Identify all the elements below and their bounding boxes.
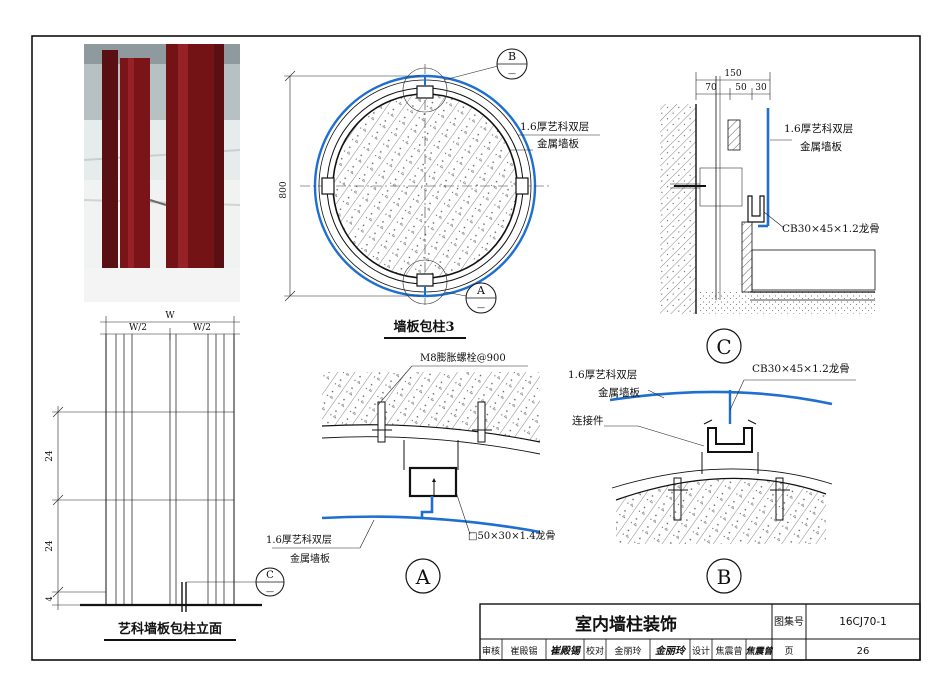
title-block-review-label: 审核 (482, 645, 500, 657)
title-block-page-no: 26 (857, 646, 870, 657)
detail-c-dim-30: 30 (755, 83, 767, 93)
detail-c-panel-note-2: 金属墙板 (800, 140, 842, 153)
plan-title: 墙板包柱3 (393, 319, 454, 335)
title-block-page-label: 页 (784, 646, 793, 657)
callout-b-letter: B (508, 50, 516, 63)
plan-panel-note-2: 金属墙板 (537, 137, 579, 150)
elevation-callout-c-dash: — (266, 587, 274, 596)
detail-c-dim-70: 70 (705, 83, 717, 93)
detail-a-keel-note: □50×30×1.4龙骨 (468, 529, 556, 542)
callout-b (496, 48, 528, 80)
elevation-dim-4: 4 (45, 596, 54, 601)
title-block-design-label: 设计 (692, 645, 710, 657)
callout-b-dash: — (508, 69, 516, 78)
title-block-reviewer: 崔殿锡 (510, 645, 537, 657)
plan-panel-note-1: 1.6厚艺科双层 (520, 120, 589, 133)
elevation-dim-w2-left: W/2 (129, 323, 147, 333)
detail-c-dim-150: 150 (724, 69, 741, 79)
elevation-title: 艺科墙板包柱立面 (118, 621, 222, 637)
title-block-checker: 金丽玲 (614, 645, 641, 657)
elevation-dim-24-bottom: 24 (45, 540, 55, 552)
column-elevation (52, 316, 285, 612)
title-block-atlas-label: 图集号 (774, 615, 804, 628)
title-block-check-sign: 金丽玲 (655, 645, 687, 657)
detail-c-keel-note: CB30×45×1.2龙骨 (782, 222, 880, 235)
detail-b-keel-note: CB30×45×1.2龙骨 (752, 362, 850, 375)
elevation-callout-c-letter: C (266, 570, 274, 581)
title-block-review-sign: 崔殿锡 (550, 645, 582, 657)
title-block-check-label: 校对 (586, 645, 604, 657)
detail-b-drawing (604, 379, 856, 544)
column-photo (83, 44, 241, 302)
elevation-dim-24-top: 24 (45, 450, 55, 462)
callout-a-letter: A (476, 284, 486, 297)
title-block-designer: 焦震曾 (715, 645, 742, 657)
detail-c-label: C (716, 335, 731, 359)
detail-b-panel-note-2: 金属墙板 (598, 386, 640, 399)
detail-c-drawing (660, 72, 876, 314)
detail-c-dim-50: 50 (735, 83, 747, 93)
title-block-title: 室内墙柱装饰 (575, 614, 677, 635)
detail-c-panel-note-1: 1.6厚艺科双层 (784, 122, 853, 135)
detail-a-label-circle (405, 558, 441, 594)
detail-a-label: A (415, 565, 431, 589)
detail-a-panel-note-2: 金属墙板 (290, 552, 330, 565)
detail-a-bolt-note: M8膨胀螺栓@900 (420, 351, 506, 364)
title-block-atlas-no: 16CJ70-1 (839, 616, 887, 628)
detail-b-label-circle (706, 558, 742, 594)
callout-a-dash: — (477, 303, 485, 312)
detail-a-drawing (272, 365, 541, 549)
detail-a-panel-note-1: 1.6厚艺科双层 (266, 533, 332, 546)
sheet-border (31, 35, 921, 661)
column-plan-section (284, 64, 550, 305)
detail-b-panel-note-1: 1.6厚艺科双层 (568, 368, 637, 381)
detail-c-label-circle (706, 328, 742, 364)
callout-a (465, 282, 497, 314)
elevation-dim-w: W (165, 311, 175, 321)
title-block (479, 603, 921, 661)
dim-800: 800 (279, 181, 289, 198)
title-block-design-sign: 焦震曾 (745, 646, 773, 657)
elevation-dim-w2-right: W/2 (193, 323, 211, 333)
detail-b-label: B (717, 565, 732, 589)
detail-b-connector-note: 连接件 (572, 414, 604, 427)
